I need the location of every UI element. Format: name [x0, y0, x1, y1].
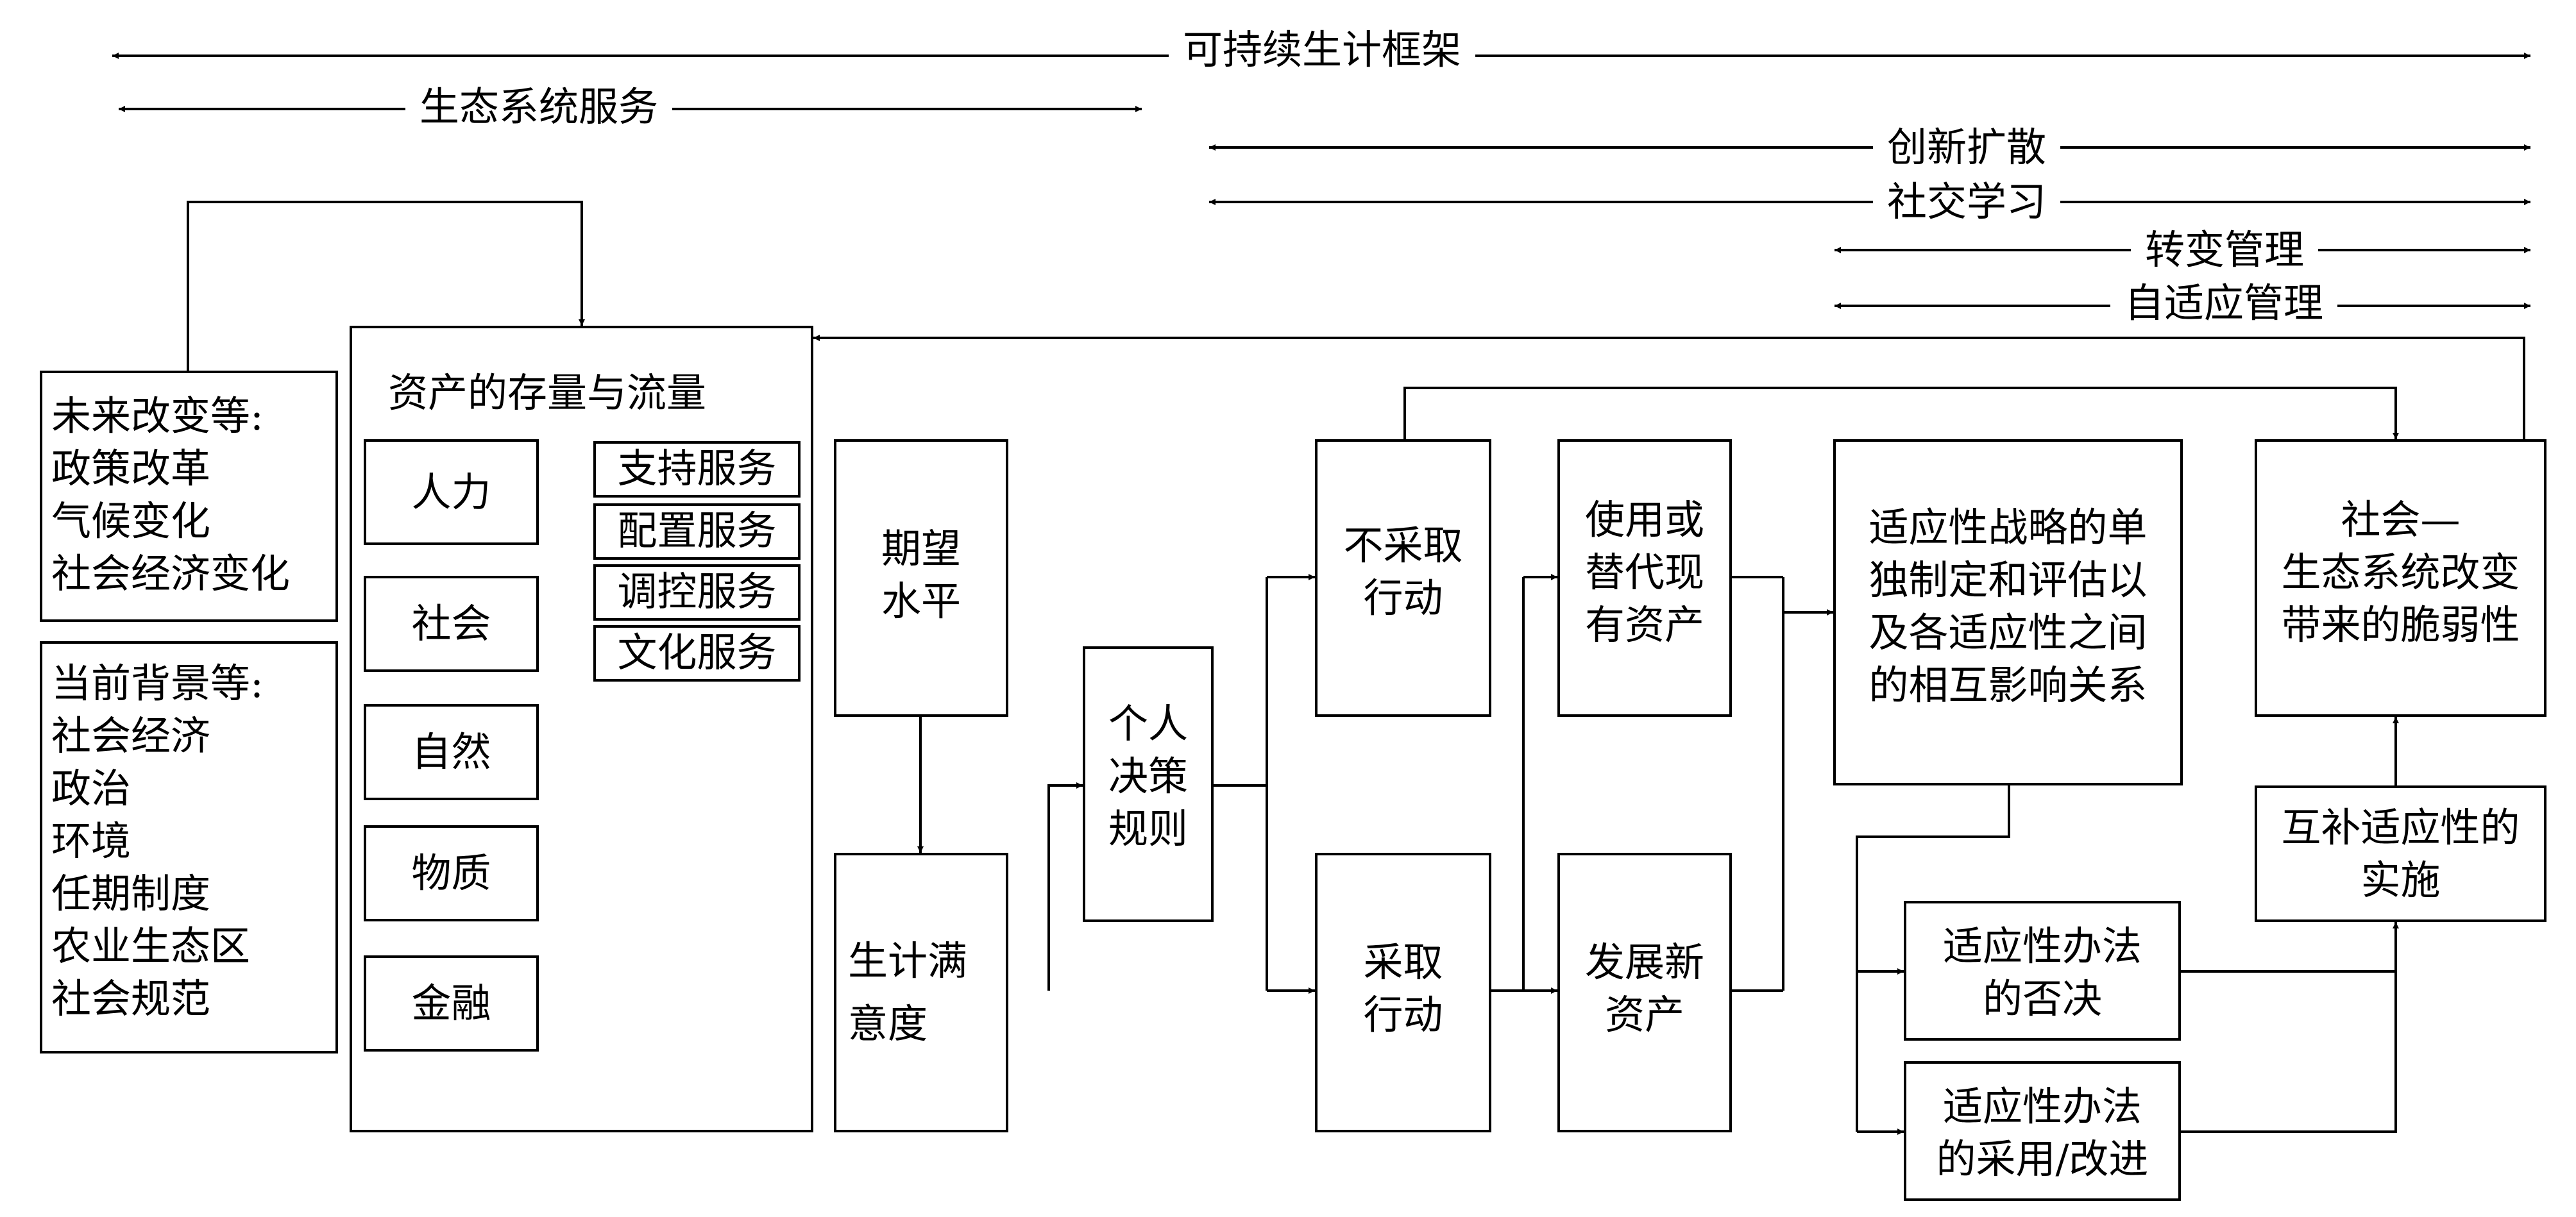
decision-rules-label-line: 个人	[1108, 700, 1188, 747]
satisfaction-label-line: 意度	[848, 1000, 928, 1047]
no-action-label-line: 不采取	[1343, 522, 1463, 569]
satisfaction-to-decision-arrow	[1047, 782, 1083, 991]
current-context-item: 社会规范	[51, 975, 211, 1022]
future-to-assets-line	[187, 201, 585, 371]
capital-physical-box	[364, 825, 539, 921]
use-assets-label-line: 使用或	[1584, 496, 1704, 543]
new-assets-label-line: 发展新	[1584, 939, 1704, 986]
implement-label-line: 互补适应性的	[2281, 804, 2520, 851]
service-cultural-box	[593, 625, 801, 682]
service-supporting-label: 支持服务	[617, 445, 777, 492]
action-label-line: 行动	[1363, 991, 1443, 1038]
current-context-item: 环境	[51, 818, 131, 864]
social-learning-label: 社交学习	[1873, 180, 2061, 224]
feedback-to-assets-line	[813, 335, 2525, 439]
service-cultural-label: 文化服务	[617, 629, 777, 676]
current-context-box	[40, 641, 338, 1053]
no-action-label-line: 行动	[1363, 575, 1443, 621]
vulnerability-label-line: 生态系统改变	[2281, 549, 2520, 596]
current-context-item: 任期制度	[51, 870, 211, 917]
capital-financial-label: 金融	[411, 980, 491, 1027]
capital-human-box	[364, 439, 539, 545]
satisfaction-box	[834, 853, 1008, 1132]
transformational-label: 转变管理	[2131, 228, 2319, 273]
service-supporting-box	[593, 441, 801, 498]
new-assets-label-line: 资产	[1604, 991, 1684, 1038]
use-assets-label-line: 有资产	[1584, 601, 1704, 648]
reject-box	[1904, 901, 2181, 1041]
assets-title: 资产的存量与流量	[388, 369, 707, 416]
ecosystem-label: 生态系统服务	[405, 85, 673, 130]
strategy-label-line: 适应性战略的单	[1868, 504, 2148, 551]
strategy-label-line: 独制定和评估以	[1868, 557, 2148, 603]
decision-rules-label-line: 决策	[1108, 753, 1188, 800]
service-provisioning-box	[593, 503, 801, 560]
use-assets-label-line: 替代现	[1584, 549, 1704, 596]
strategy-label-line: 的相互影响关系	[1868, 662, 2148, 709]
service-regulating-label: 调控服务	[617, 568, 777, 615]
capital-natural-label: 自然	[411, 728, 491, 775]
adaptive-label: 自适应管理	[2110, 281, 2338, 326]
current-context-title: 当前背景等:	[51, 660, 264, 707]
satisfaction-label-line: 生计满	[848, 937, 968, 984]
reject-label-line: 的否决	[1982, 975, 2102, 1022]
no-action-box	[1315, 439, 1491, 717]
service-provisioning-label: 配置服务	[617, 507, 777, 554]
adopt-label-line: 适应性办法	[1942, 1083, 2142, 1130]
strategy-box	[1833, 439, 2183, 785]
current-context-item: 农业生态区	[51, 923, 251, 969]
current-context-item: 社会经济	[51, 712, 211, 759]
capital-physical-label: 物质	[411, 850, 491, 896]
decision-rules-label-line: 规则	[1108, 805, 1188, 852]
implement-label-line: 实施	[2360, 857, 2441, 903]
adopt-label-line: 的采用/改进	[1936, 1136, 2149, 1182]
framework-label: 可持续生计框架	[1169, 28, 1476, 72]
reject-label-line: 适应性办法	[1942, 923, 2142, 969]
future-changes-title: 未来改变等:	[51, 392, 264, 439]
aspiration-label-line: 水平	[881, 578, 961, 625]
vulnerability-box	[2255, 439, 2546, 717]
service-regulating-box	[593, 564, 801, 621]
aspiration-box	[834, 439, 1008, 717]
vulnerability-label-line: 社会—	[2341, 496, 2461, 543]
capital-natural-box	[364, 704, 539, 800]
adopt-box	[1904, 1061, 2181, 1201]
current-context-item: 政治	[51, 765, 131, 812]
decision-rules-box	[1083, 646, 1214, 922]
vulnerability-label-line: 带来的脆弱性	[2281, 601, 2520, 648]
capital-social-box	[364, 576, 539, 672]
implement-box	[2255, 785, 2546, 922]
action-box	[1315, 853, 1491, 1132]
action-label-line: 采取	[1363, 939, 1443, 986]
diffusion-label: 创新扩散	[1873, 125, 2061, 170]
aspiration-label-line: 期望	[881, 525, 961, 572]
future-change-item: 政策改革	[51, 445, 211, 492]
future-change-item: 气候变化	[51, 498, 211, 544]
future-changes-box	[40, 371, 338, 622]
future-change-item: 社会经济变化	[51, 550, 291, 597]
use-assets-box	[1557, 439, 1732, 717]
capital-financial-box	[364, 955, 539, 1052]
capital-social-label: 社会	[411, 600, 491, 647]
capital-human-label: 人力	[411, 469, 491, 516]
new-assets-box	[1557, 853, 1732, 1132]
strategy-label-line: 及各适应性之间	[1868, 609, 2148, 656]
